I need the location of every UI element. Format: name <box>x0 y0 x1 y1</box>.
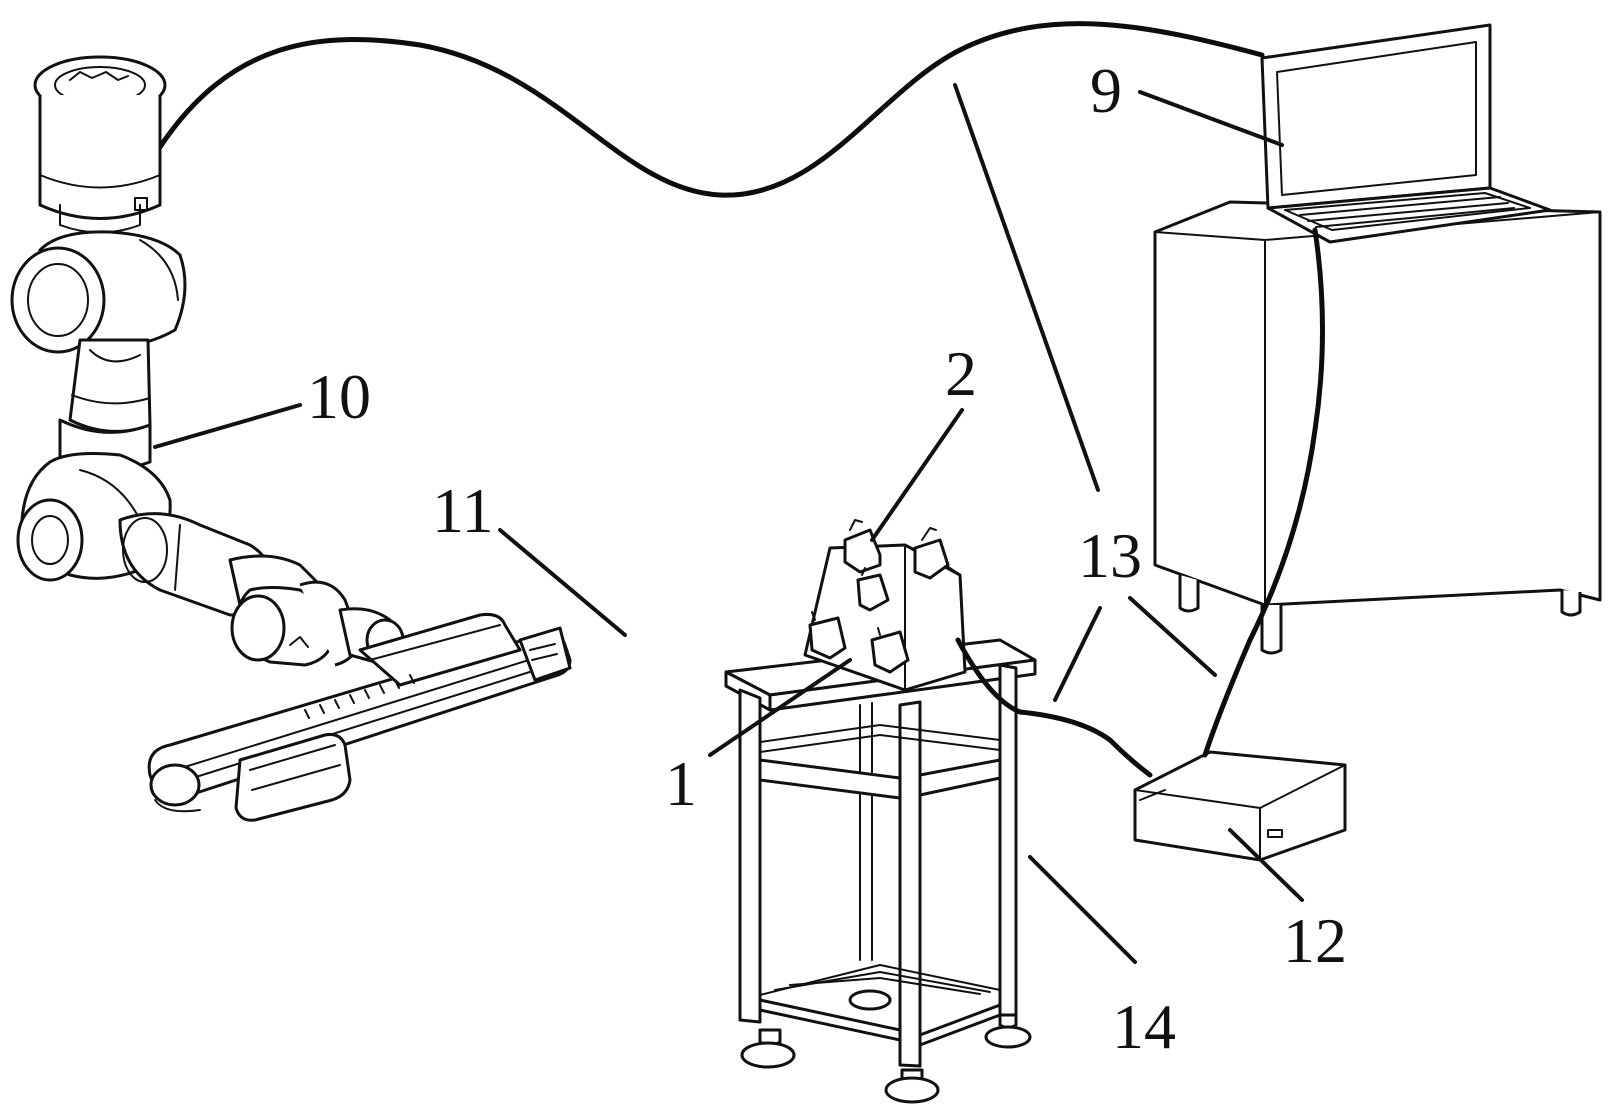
fixture-block <box>803 543 967 692</box>
leader-11 <box>498 528 627 637</box>
measurement-stand <box>724 638 1037 1104</box>
main-cable <box>155 21 1265 198</box>
robot-arm <box>10 55 405 667</box>
callout-14: 14 <box>1112 991 1176 1062</box>
fixture-to-controller-cable <box>955 637 1153 778</box>
leader-12 <box>1228 828 1304 902</box>
leader-13-left <box>1053 606 1102 702</box>
callout-11: 11 <box>432 475 494 546</box>
leader-9 <box>1138 90 1284 147</box>
callout-1: 1 <box>665 748 697 819</box>
leader-1 <box>708 658 852 757</box>
callout-12: 12 <box>1283 905 1347 976</box>
end-effector-tool <box>147 613 572 822</box>
callout-13: 13 <box>1078 520 1142 591</box>
leader-13-right <box>1128 596 1217 677</box>
leader-2 <box>870 408 964 542</box>
leader-10 <box>153 403 302 449</box>
callout-2: 2 <box>945 338 977 409</box>
laptop-to-controller-cable <box>1202 227 1325 758</box>
laptop-computer <box>1260 23 1552 244</box>
controller-box <box>1133 750 1347 862</box>
target-holders <box>808 519 950 674</box>
cabinet <box>1153 200 1602 655</box>
callout-9: 9 <box>1090 55 1122 126</box>
leader-13-top <box>953 83 1100 492</box>
callout-10: 10 <box>307 361 371 432</box>
leader-14 <box>1028 855 1137 964</box>
